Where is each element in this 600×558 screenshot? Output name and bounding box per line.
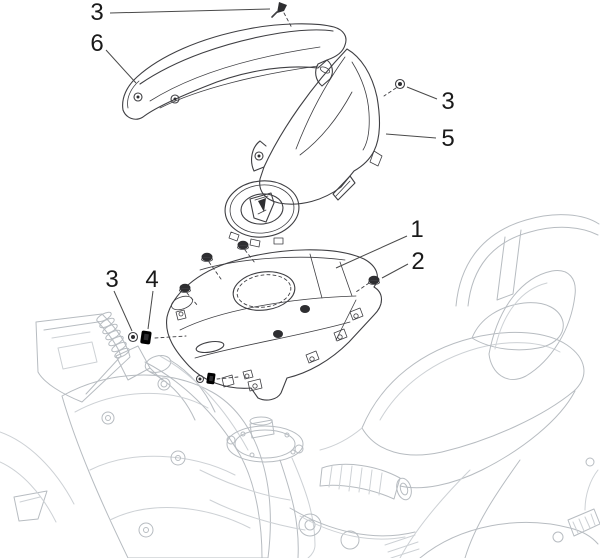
leader-3-top [109, 8, 271, 14]
shock-absorber [96, 311, 171, 391]
part-6-left-tank-cover [122, 23, 347, 120]
callout-label-1: 1 [410, 216, 424, 243]
callout-label-4: 4 [145, 266, 159, 293]
cables-engine-detail [199, 457, 420, 558]
front-body-panel [0, 355, 263, 558]
leader-1 [335, 235, 408, 269]
nut-bottom [195, 374, 205, 384]
side-panel [488, 270, 576, 380]
rear-frame-exhaust [399, 390, 600, 558]
callout-leader-lines [105, 8, 438, 332]
blinker-lever [13, 490, 48, 522]
clip-bottom [206, 372, 216, 385]
leader-4 [147, 290, 154, 330]
leader-5 [385, 133, 437, 139]
part-1-center-tank-cover [166, 249, 383, 401]
leader-3-left [113, 290, 133, 332]
hardware-fasteners [127, 2, 406, 385]
clip-fastener [140, 330, 152, 345]
callout-label-3-right: 3 [441, 88, 455, 115]
callout-label-3-top: 3 [90, 0, 104, 26]
rear-rack [455, 214, 600, 307]
screw-top [271, 2, 287, 18]
grommet-part-2 [368, 275, 380, 285]
screw-right [394, 78, 406, 90]
assembly-guide-lines [154, 12, 397, 380]
windscreen [61, 374, 271, 558]
callout-label-3-left: 3 [105, 266, 119, 293]
seat [319, 302, 585, 456]
grommet-fasteners [179, 240, 380, 338]
part-5-right-tank-cover [251, 48, 383, 205]
bike-fuel-filler [226, 416, 304, 463]
motorcycle-body-art [0, 214, 600, 558]
callout-label-5: 5 [441, 125, 455, 152]
leader-3-right [406, 86, 438, 100]
handlebar-grip [289, 463, 416, 540]
steering-head [144, 355, 216, 421]
leader-6 [105, 49, 137, 84]
callout-label-2: 2 [411, 248, 425, 275]
nut-left [127, 331, 139, 343]
callout-label-6: 6 [90, 30, 104, 57]
fuel-cap-ring [224, 180, 300, 248]
leader-2 [381, 263, 409, 279]
